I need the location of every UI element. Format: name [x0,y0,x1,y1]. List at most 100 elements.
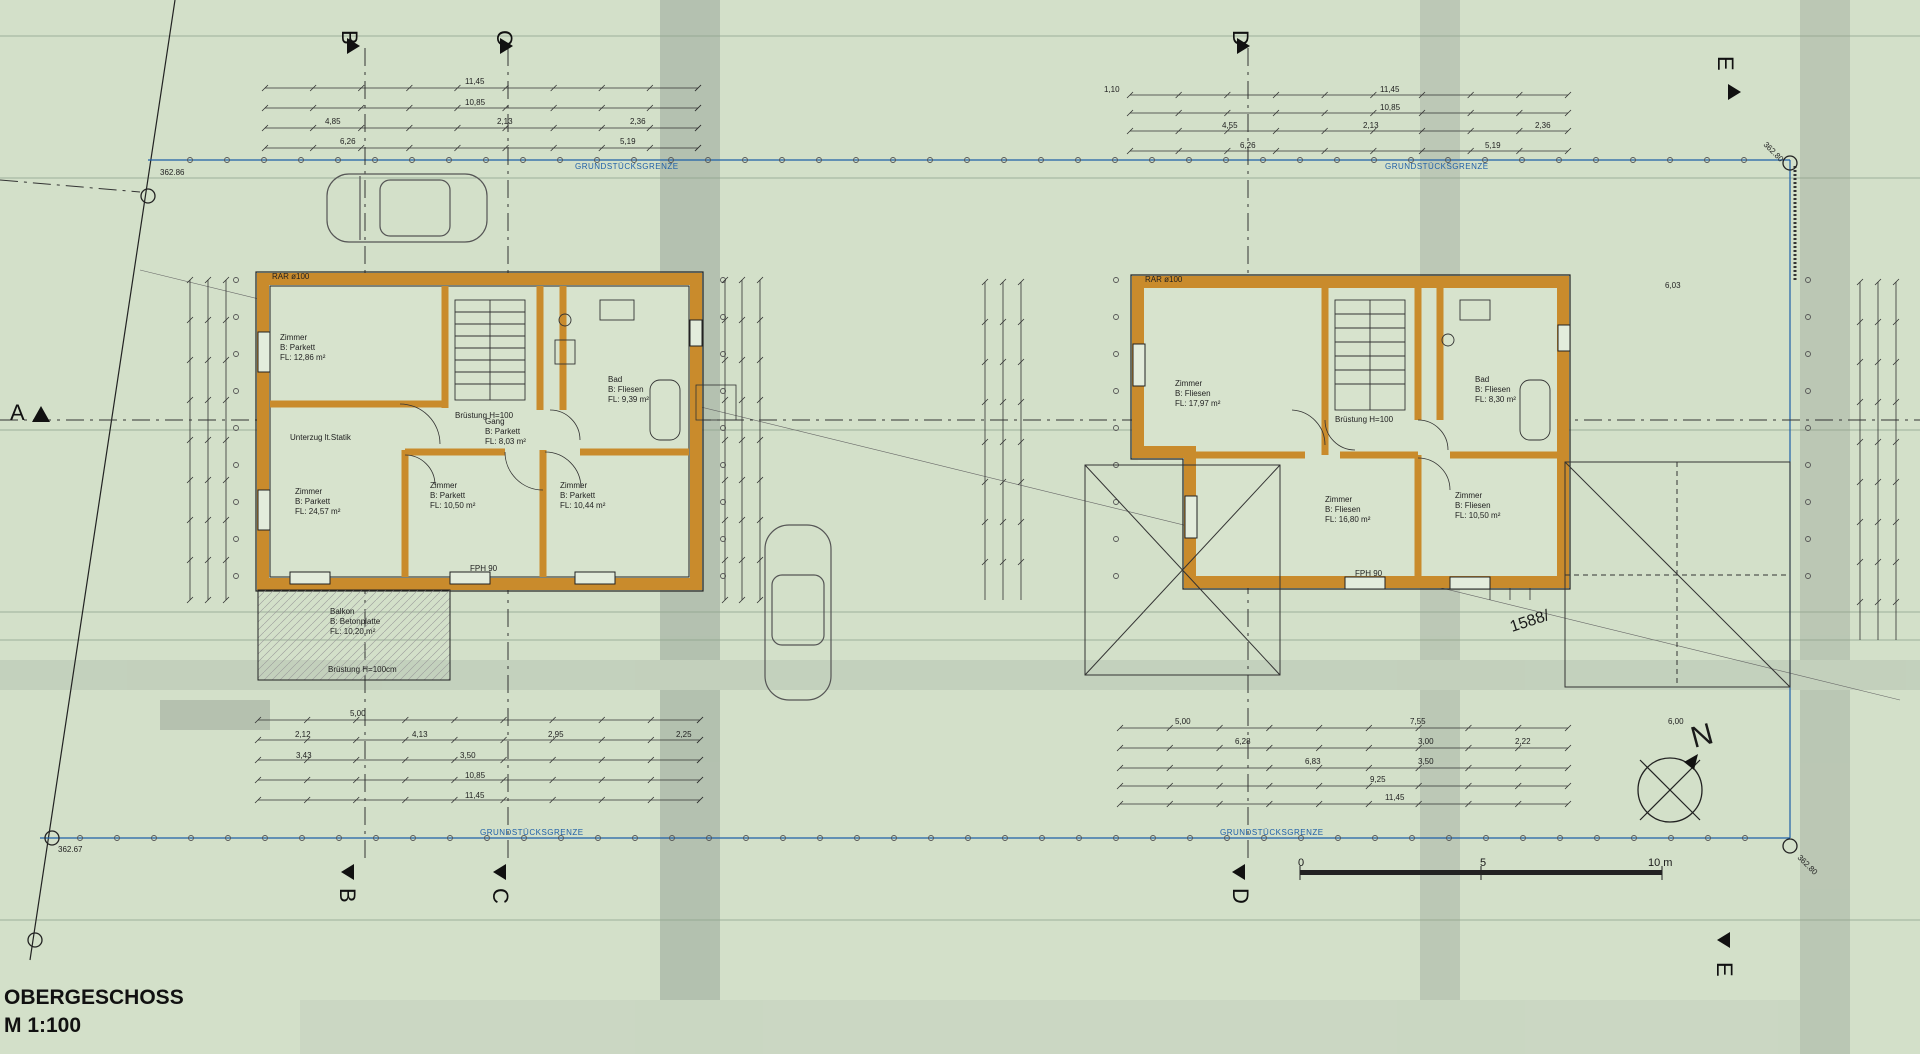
room-name: Bad [1475,375,1489,384]
scale-end: 10 m [1648,857,1672,869]
svg-text:2,22: 2,22 [1515,737,1531,746]
room-area: FL: 12,86 m² [280,353,326,362]
property-line-label: GRUNDSTÜCKSGRENZE [575,162,679,171]
svg-text:3,43: 3,43 [296,751,312,760]
elevation-nw: 362.86 [160,168,185,177]
room-name: Zimmer [295,487,322,496]
roof-left [1084,464,1281,676]
room-floor: B: Fliesen [1455,501,1491,510]
survey-dots [77,157,1811,841]
section-marker-d-bottom: D [1228,864,1253,904]
windows [1132,324,1571,590]
svg-text:1,10: 1,10 [1104,85,1120,94]
bathroom-fixtures [1441,299,1551,441]
svg-text:10,85: 10,85 [465,771,486,780]
svg-text:4,85: 4,85 [325,117,341,126]
scale-zero: 0 [1298,857,1304,869]
section-marker-a: A [10,400,50,425]
svg-text:11,45: 11,45 [465,77,485,86]
door-swings [1291,409,1451,491]
room-area: FL: 8,30 m² [1475,395,1516,404]
svg-text:11,45: 11,45 [1385,793,1405,802]
section-marker-c-bottom: C [488,864,513,904]
drawing-scale: M 1:100 [4,1014,81,1037]
windows [257,319,703,585]
svg-text:5,00: 5,00 [1175,717,1191,726]
room-area: FL: 9,39 m² [608,395,649,404]
balcony-name: Balkon [330,607,354,616]
svg-text:2,13: 2,13 [1363,121,1379,130]
room-name: Gang [485,417,505,426]
railing-note: Brüstung H=100 [455,411,514,420]
room-name: Zimmer [1325,495,1352,504]
svg-text:B: B [335,888,360,903]
property-line-label: GRUNDSTÜCKSGRENZE [1220,828,1324,837]
svg-text:2,95: 2,95 [548,730,564,739]
bathroom-fixtures [554,299,681,441]
svg-text:11,45: 11,45 [1380,85,1400,94]
elevation-sw: 362.67 [58,845,83,854]
car-middle [764,524,832,701]
svg-text:D: D [1228,30,1253,46]
svg-text:11,45: 11,45 [465,791,485,800]
outer-wall [1132,276,1569,588]
room-floor: B: Fliesen [608,385,644,394]
room-floor: B: Fliesen [1325,505,1361,514]
property-line-label: GRUNDSTÜCKSGRENZE [1385,162,1489,171]
svg-text:4,13: 4,13 [412,730,428,739]
scale-bar: 0 5 10 m [1298,857,1672,880]
svg-text:3,50: 3,50 [1418,757,1434,766]
room-area: FL: 10,50 m² [430,501,476,510]
balcony-railing: Brüstung H=100cm [328,665,397,674]
room-name: Zimmer [280,333,307,342]
room-name: Zimmer [1175,379,1202,388]
svg-text:2,12: 2,12 [295,730,311,739]
railing-note: Brüstung H=100 [1335,415,1394,424]
svg-text:D: D [1228,888,1253,904]
svg-text:2,25: 2,25 [676,730,692,739]
room-floor: B: Parkett [295,497,331,506]
svg-text:C: C [488,888,513,904]
room-floor: B: Parkett [430,491,466,500]
roof-balcony-left [695,384,737,421]
balcony-area: FL: 10,20 m² [330,627,376,636]
car-top [326,173,488,243]
svg-text:6,28: 6,28 [1235,737,1251,746]
svg-text:C: C [492,30,517,46]
room-area: FL: 10,44 m² [560,501,606,510]
room-floor: B: Fliesen [1475,385,1511,394]
room-area: FL: 17,97 m² [1175,399,1221,408]
room-floor: B: Parkett [560,491,596,500]
fph-note: FPH 90 [470,564,498,573]
room-area: FL: 10,50 m² [1455,511,1501,520]
svg-text:A: A [10,400,25,425]
svg-text:2,36: 2,36 [1535,121,1551,130]
svg-text:6,26: 6,26 [1240,141,1256,150]
svg-text:E: E [1712,962,1737,977]
svg-text:3,00: 3,00 [1418,737,1434,746]
svg-text:2,13: 2,13 [497,117,513,126]
svg-text:5,19: 5,19 [620,137,636,146]
room-area: FL: 24,57 m² [295,507,341,516]
dimension-labels-left-top: 11,45 10,85 4,85 2,13 2,36 5,19 6,26 [325,77,646,146]
rar-note: RAR ø100 [272,272,310,281]
door-swings [399,403,582,491]
svg-text:10,85: 10,85 [465,98,486,107]
staircase [1334,299,1406,411]
section-marker-b-bottom: B [335,864,360,903]
section-marker-b-top: B [337,30,362,54]
svg-text:5,00: 5,00 [350,709,366,718]
interior-walls [1196,288,1557,576]
svg-text:2,36: 2,36 [630,117,646,126]
property-line-bottom: GRUNDSTÜCKSGRENZE GRUNDSTÜCKSGRENZE [40,828,1790,839]
fph-note: FPH 90 [1355,569,1383,578]
room-name: Zimmer [560,481,587,490]
balcony-floor: B: Betonplatte [330,617,381,626]
svg-text:E: E [1713,56,1738,71]
scale-mid: 5 [1480,857,1486,869]
room-floor: B: Parkett [485,427,521,436]
room-area: FL: 16,80 m² [1325,515,1371,524]
section-marker-d-top: D [1228,30,1253,54]
dimension-labels-right-top: 1,10 11,45 10,85 4,55 2,13 2,36 5,19 6,2… [1104,85,1681,290]
balcony: Balkon B: Betonplatte FL: 10,20 m² Brüst… [257,589,451,681]
